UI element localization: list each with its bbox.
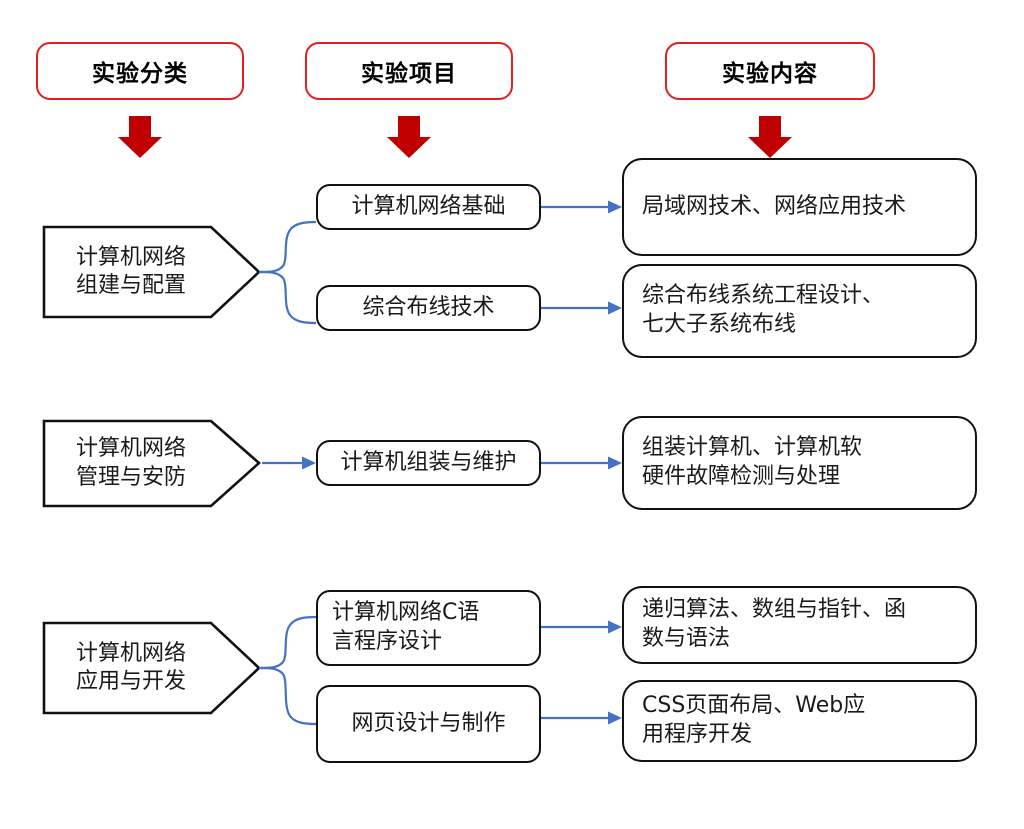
category-label-group-2: 计算机网络 管理与安防 bbox=[56, 421, 206, 506]
header-pill-content: 实验内容 bbox=[665, 42, 875, 100]
red-down-arrow-category bbox=[118, 116, 162, 158]
project-label-item-3-2: 网页设计与制作 bbox=[351, 710, 506, 736]
arrow-item-2-1 bbox=[541, 456, 622, 470]
project-label-item-3-1: 计算机网络C语 言程序设计 bbox=[332, 600, 480, 654]
category-label-group-1-line2: 组建与配置 bbox=[75, 273, 186, 298]
category-shape-group-2: 计算机网络 管理与安防 bbox=[44, 421, 259, 506]
content-label-item-3-1: 递归算法、数组与指针、函 数与语法 bbox=[642, 597, 907, 651]
red-down-arrow-project bbox=[387, 116, 431, 158]
project-box-item-3-1[interactable]: 计算机网络C语 言程序设计 bbox=[316, 590, 541, 666]
category-label-group-3-line2: 应用与开发 bbox=[75, 669, 186, 694]
content-box-item-3-1[interactable]: 递归算法、数组与指针、函 数与语法 bbox=[622, 586, 977, 664]
arrow-item-1-1 bbox=[541, 200, 622, 214]
category-label-group-2-line1: 计算机网络 bbox=[75, 436, 186, 462]
content-box-item-3-2[interactable]: CSS页面布局、Web应 用程序开发 bbox=[622, 680, 977, 762]
content-label-item-3-2: CSS页面布局、Web应 用程序开发 bbox=[642, 693, 866, 747]
project-label-item-2-1: 计算机组装与维护 bbox=[340, 449, 517, 475]
content-label-item-1-2: 综合布线系统工程设计、 七大子系统布线 bbox=[642, 283, 885, 337]
project-box-item-1-1[interactable]: 计算机网络基础 bbox=[316, 184, 541, 230]
arrow-group-2-to-project bbox=[262, 456, 316, 470]
header-pill-project: 实验项目 bbox=[305, 42, 513, 100]
content-box-item-1-1[interactable]: 局域网技术、网络应用技术 bbox=[622, 158, 977, 256]
content-label-item-1-1: 局域网技术、网络应用技术 bbox=[642, 193, 907, 219]
header-label-content: 实验内容 bbox=[722, 61, 818, 87]
project-label-item-1-1: 计算机网络基础 bbox=[351, 193, 506, 219]
category-label-group-2-line2: 管理与安防 bbox=[75, 464, 186, 490]
header-label-project: 实验项目 bbox=[361, 61, 457, 87]
arrow-item-1-2 bbox=[541, 301, 622, 315]
content-label-item-2-1: 组装计算机、计算机软 硬件故障检测与处理 bbox=[642, 435, 863, 489]
content-box-item-1-2[interactable]: 综合布线系统工程设计、 七大子系统布线 bbox=[622, 264, 977, 358]
category-label-group-1-line1: 计算机网络 bbox=[75, 244, 186, 270]
category-label-group-1: 计算机网络 组建与配置 bbox=[56, 227, 206, 317]
category-label-group-3: 计算机网络 应用与开发 bbox=[56, 623, 206, 713]
red-down-arrow-content bbox=[748, 116, 792, 158]
project-box-item-2-1[interactable]: 计算机组装与维护 bbox=[316, 440, 541, 486]
project-box-item-1-2[interactable]: 综合布线技术 bbox=[316, 285, 541, 331]
category-label-group-3-line1: 计算机网络 bbox=[75, 640, 186, 666]
category-shape-group-3: 计算机网络 应用与开发 bbox=[44, 623, 259, 713]
project-box-item-3-2[interactable]: 网页设计与制作 bbox=[316, 685, 541, 763]
arrow-item-3-1 bbox=[541, 620, 622, 634]
brace-connector-group-1 bbox=[258, 220, 317, 325]
content-box-item-2-1[interactable]: 组装计算机、计算机软 硬件故障检测与处理 bbox=[622, 416, 977, 510]
category-shape-group-1: 计算机网络 组建与配置 bbox=[44, 227, 259, 317]
brace-connector-group-3 bbox=[258, 615, 317, 726]
project-label-item-1-2: 综合布线技术 bbox=[362, 294, 495, 320]
arrow-item-3-2 bbox=[541, 711, 622, 725]
header-pill-category: 实验分类 bbox=[36, 42, 244, 100]
header-label-category: 实验分类 bbox=[92, 61, 188, 87]
